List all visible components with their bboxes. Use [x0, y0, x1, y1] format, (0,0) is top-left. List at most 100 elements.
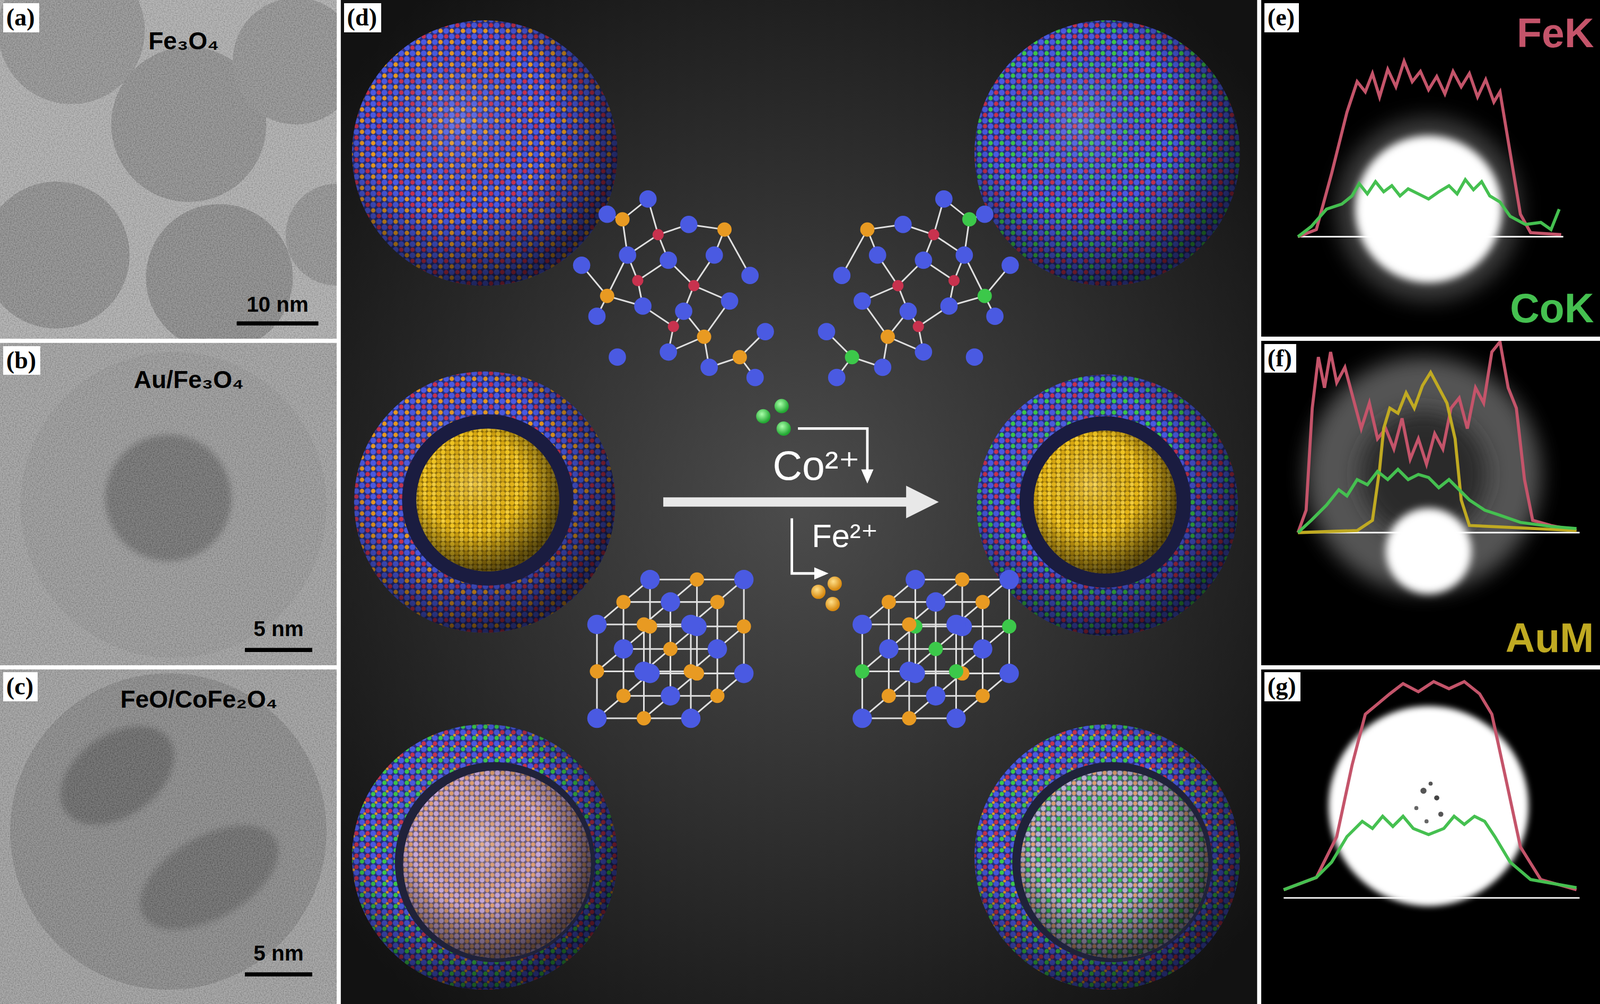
iron-atom — [892, 279, 904, 292]
lattice-atom — [905, 569, 926, 590]
lattice-atom — [660, 592, 681, 612]
cation-atom — [880, 329, 895, 345]
lattice-atom — [636, 711, 652, 726]
cation-atom — [845, 349, 860, 365]
lattice-atom — [613, 639, 634, 659]
lattice-atom — [955, 572, 970, 587]
panel-letter: (g) — [1264, 672, 1301, 702]
crystal-models — [573, 190, 1019, 728]
exchange-arrow — [663, 485, 939, 519]
lattice-atom — [901, 711, 917, 726]
oxygen-atom — [828, 368, 846, 387]
oxygen-atom — [639, 190, 657, 208]
panel-letter: (c) — [3, 672, 38, 702]
lattice-atom — [616, 594, 631, 610]
oxygen-atom — [818, 322, 836, 341]
ball-stick-model — [573, 190, 775, 387]
cation-atom — [962, 212, 977, 227]
lattice-atom — [734, 569, 754, 590]
oxygen-atom — [915, 343, 933, 362]
cation-atom — [860, 222, 875, 237]
oxygen-atom — [965, 348, 984, 366]
lattice-atom — [616, 688, 631, 703]
element-label: CoK — [1509, 285, 1594, 331]
lattice-atom — [1001, 619, 1017, 634]
lattice-atom — [881, 688, 896, 703]
material-label: Au/Fe₃O₄ — [133, 366, 244, 394]
cation-atom — [977, 288, 992, 304]
lattice-atom — [975, 594, 990, 610]
nanoparticle-coo-core — [974, 724, 1240, 990]
nanoparticle-feo-core — [352, 724, 618, 990]
oxygen-atom — [899, 302, 918, 321]
oxygen-atom — [915, 251, 933, 269]
ion-label: Co²⁺ — [772, 442, 860, 488]
lattice-atom — [681, 708, 701, 729]
panel-letter: (f) — [1264, 344, 1297, 374]
lattice-atom — [975, 688, 990, 703]
panel-letter: (b) — [3, 346, 41, 376]
cation-atom — [615, 212, 630, 227]
lattice-atom — [999, 663, 1019, 684]
cation-atom — [600, 288, 615, 304]
oxygen-atom — [874, 358, 892, 377]
oxygen-atom — [756, 322, 775, 341]
oxygen-atom — [940, 297, 958, 315]
oxygen-atom — [618, 246, 637, 265]
fe-ions — [811, 576, 842, 612]
lattice-atom — [640, 569, 661, 590]
rocksalt-model — [852, 569, 1019, 728]
oxygen-atom — [833, 266, 851, 285]
iron-atom — [631, 275, 644, 287]
edx-linescan-g — [1261, 669, 1600, 1004]
oxygen-atom — [608, 348, 627, 366]
ion-label: Fe²⁺ — [811, 517, 878, 555]
lattice-atom — [590, 664, 605, 679]
oxygen-atom — [680, 215, 698, 234]
lattice-atom — [636, 617, 652, 632]
lattice-atom — [901, 617, 917, 632]
lattice-atom — [852, 708, 873, 729]
cation-atom — [697, 329, 712, 345]
tem-image-b — [0, 343, 337, 666]
material-label: FeO/CoFe₂O₄ — [120, 685, 278, 713]
oxygen-atom — [853, 292, 872, 310]
tem-image-c — [0, 669, 337, 1004]
lattice-atom — [734, 663, 754, 684]
lattice-atom — [681, 614, 701, 635]
lattice-atom — [928, 642, 944, 657]
edx-linescan-f — [1261, 340, 1600, 666]
lattice-atom — [852, 614, 873, 635]
panel-letter: (a) — [3, 3, 40, 33]
iron-atom — [948, 275, 960, 287]
oxygen-atom — [674, 302, 693, 321]
tem-image-a — [0, 0, 337, 339]
cation-atom — [717, 222, 732, 237]
lattice-atom — [710, 594, 725, 610]
oxygen-atom — [955, 246, 974, 265]
ball-stick-model — [818, 190, 1019, 387]
lattice-atom — [587, 708, 608, 729]
iron-atom — [652, 229, 664, 241]
lattice-atom — [926, 686, 946, 706]
cation-atom — [732, 349, 747, 365]
lattice-atom — [881, 594, 896, 610]
scale-label: 5 nm — [253, 941, 304, 965]
oxygen-atom — [935, 190, 953, 208]
oxygen-atom — [634, 297, 652, 315]
oxygen-atom — [721, 292, 739, 310]
oxygen-atom — [573, 256, 591, 275]
scale-label: 5 nm — [253, 616, 304, 640]
lattice-atom — [899, 661, 920, 682]
oxygen-atom — [894, 215, 912, 234]
lattice-atom — [710, 688, 725, 703]
oxygen-atom — [976, 205, 994, 224]
lattice-atom — [660, 686, 681, 706]
oxygen-atom — [659, 251, 678, 269]
scale-bar — [244, 647, 313, 653]
lattice-atom — [587, 614, 608, 635]
oxygen-atom — [986, 307, 1004, 325]
element-label: AuM — [1505, 615, 1595, 661]
scale-label: 10 nm — [246, 292, 309, 316]
